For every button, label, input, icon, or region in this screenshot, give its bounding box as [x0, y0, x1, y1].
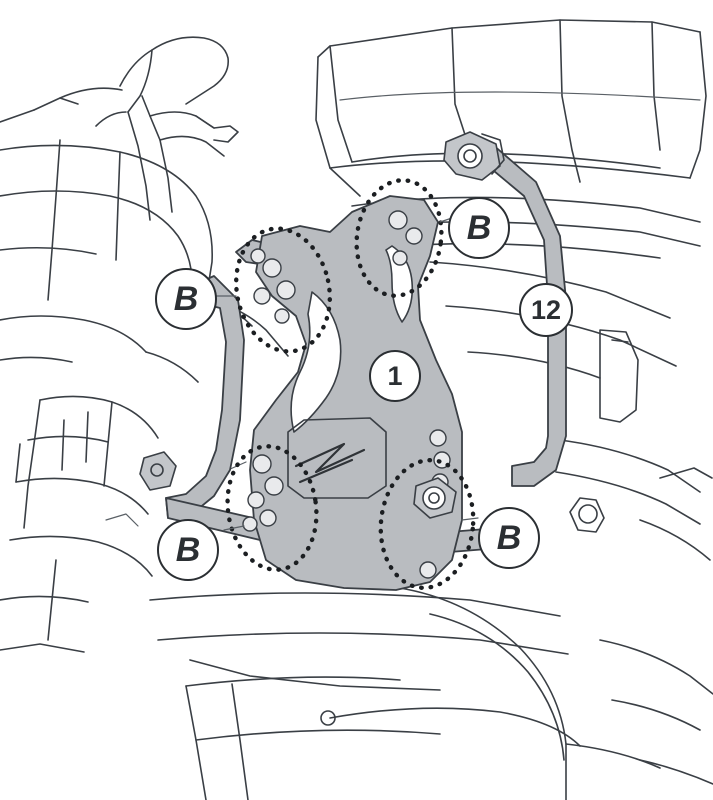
- callout-label: B: [173, 279, 199, 318]
- side-case-support-rack: [139, 131, 567, 591]
- callout-b-left: B: [155, 268, 217, 330]
- callout-label: B: [466, 208, 492, 247]
- callout-label: B: [496, 518, 522, 557]
- callout-b-bottom-left: B: [157, 519, 219, 581]
- callout-label: 12: [530, 294, 562, 325]
- callout-1: 1: [369, 350, 421, 402]
- callout-label: B: [175, 530, 201, 569]
- callout-12: 12: [519, 283, 573, 337]
- callout-b-top-right: B: [448, 197, 510, 259]
- callout-b-bottom-right: B: [478, 507, 540, 569]
- callout-label: 1: [387, 360, 403, 391]
- mount-point-highlights: [225, 178, 476, 591]
